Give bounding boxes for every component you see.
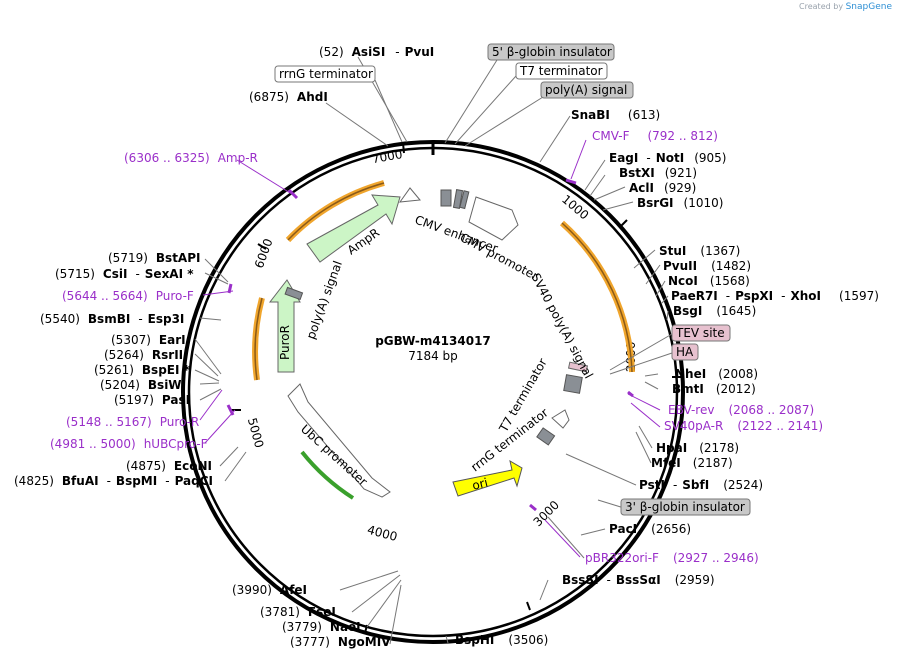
primer-purof: (5644 .. 5664)Puro-F [62,289,194,303]
primer-ampr: (6306 .. 6325)Amp-R [124,151,258,165]
box-tev-text: TEV site [675,326,725,340]
site-bmti: BmtI(2012) [672,382,756,396]
feature-polya-in: poly(A) signal [304,259,345,341]
site-pasi: (5197)PasI [114,393,190,407]
leader-lines [194,56,673,645]
tev-block [567,361,589,373]
ori-arrow [452,459,523,497]
box-b-globin-5: 5' β-globin insulator [487,43,615,61]
site-nhei: NheI(2008) [675,367,758,381]
box-b-globin-3: 3' β-globin insulator [620,498,751,516]
primer-ebvrev: EBV-rev(2068 .. 2087) [668,403,814,417]
site-bstapi: (5719)BstAPI [108,251,200,265]
tick-1000 [619,219,628,228]
box-rrng-term-text: rrnG terminator [279,67,373,81]
tick-label-4000: 4000 [366,523,399,544]
primer-marks [226,178,634,512]
snapgene-credit: Created by SnapGene [799,2,892,12]
site-pvuii: PvuII(1482) [663,259,751,273]
site-bsrgi: BsrGI(1010) [637,196,723,210]
t7-term-block [452,189,464,209]
tick-label-3000: 3000 [531,498,562,529]
site-bsphi: BspHI(3506) [455,633,548,647]
site-snabi: SnaBI(613) [571,108,660,122]
credit-prefix: Created by [799,2,844,11]
feature-ubc: UbC promoter [298,422,370,489]
site-bsgi: BsgI(1645) [673,304,756,318]
box-polya-text: poly(A) signal [545,83,627,97]
site-hpai: HpaI(2178) [656,441,739,455]
backbone-outer [181,140,685,644]
box-tev: TEV site [671,324,731,342]
primer-sv40par: SV40pA-R(2122 .. 2141) [664,419,823,433]
site-asisi: (52)AsiSI-PvuI [319,45,434,59]
site-bsssi: BssSI-BssSαI(2959) [562,573,715,587]
box-b-globin-5-text: 5' β-globin insulator [492,45,612,59]
site-ahdi: (6875)AhdI [249,90,328,104]
box-t7-term-text: T7 terminator [519,64,603,78]
box-t7-term-top: T7 terminator [515,62,608,80]
box-ha: HA [671,343,699,361]
tick-label-6000: 6000 [252,237,276,270]
site-mfei: MfeI(2187) [651,456,733,470]
site-naei: (3779)NaeI [282,620,361,634]
tick-label-5000: 5000 [245,416,266,449]
box-ha-text: HA [676,345,694,359]
site-paci: PacI(2656) [609,522,691,536]
site-rsrii: (5264)RsrII [104,348,183,362]
site-acli: AclI(929) [629,181,696,195]
site-fsei: (3781)FseI [260,605,336,619]
tick-7000 [402,142,405,154]
site-eari: (5307)EarI [111,333,186,347]
box-b-globin-3-text: 3' β-globin insulator [625,500,745,514]
t7-term-arrow [551,409,570,429]
feature-ori: ori [471,475,490,492]
puror-orf-arc-core [254,297,263,381]
tick-6000 [257,243,267,250]
sv40-orf-arc-core [561,222,633,373]
site-bfuai: (4825)BfuAI-BspMI-PaqCI [14,474,213,488]
plasmid-size: 7184 bp [408,349,458,363]
box-rrng-term-top: rrnG terminator [274,65,376,83]
primer-pbr322: pBR322ori-F(2927 .. 2946) [585,551,759,565]
site-psti: PstI-SbfI(2524) [639,478,763,492]
primer-puror: (5148 .. 5167)Puro-R [66,415,199,429]
b-globin-3-block [536,427,556,446]
plasmid-name: pGBW-m4134017 [375,334,491,348]
snapgene-logo: SnapGene [845,2,892,12]
site-stui: StuI(1367) [659,244,740,258]
tick-3000 [526,601,531,611]
site-afei: (3990)AfeI [232,583,307,597]
site-csii: (5715)CsiI-SexAI * [55,267,194,281]
polya-block [459,190,470,210]
tick-4000 [364,624,368,634]
site-ngomiv: (3777)NgoMIV [290,635,391,649]
site-eagi: EagI-NotI(905) [609,151,726,165]
cmv-arrowhead [398,187,421,203]
feature-puror: PuroR [278,325,292,360]
ubc-green-arc [300,450,355,500]
ampr-orf-arc-core [287,182,385,241]
tick-label-7000: 7000 [371,147,404,166]
site-bstxi: BstXI(921) [619,166,697,180]
site-bsiwi: (5204)BsiWI [100,378,186,392]
site-econi: (4875)EcoNI [126,459,212,473]
primer-cmvf: CMV-F(792 .. 812) [592,129,718,143]
ampr-arrow [306,194,401,263]
primer-hubc: (4981 .. 5000)hUBCpro-F [50,437,208,451]
box-polya-top: poly(A) signal [540,81,634,99]
site-bsmbi: (5540)BsmBI-Esp3I [40,312,184,326]
cmv-promoter-arrow [468,196,519,241]
site-paer7i: PaeR7I-PspXI-XhoI(1597) [671,289,879,303]
b-globin-5-block [440,189,452,207]
site-bspei: (5261)BspEI * [94,363,191,377]
site-ncoi: NcoI(1568) [668,274,750,288]
ubc-arrow [287,383,391,498]
polya-in-block [284,286,304,301]
sv40-block [563,374,583,394]
